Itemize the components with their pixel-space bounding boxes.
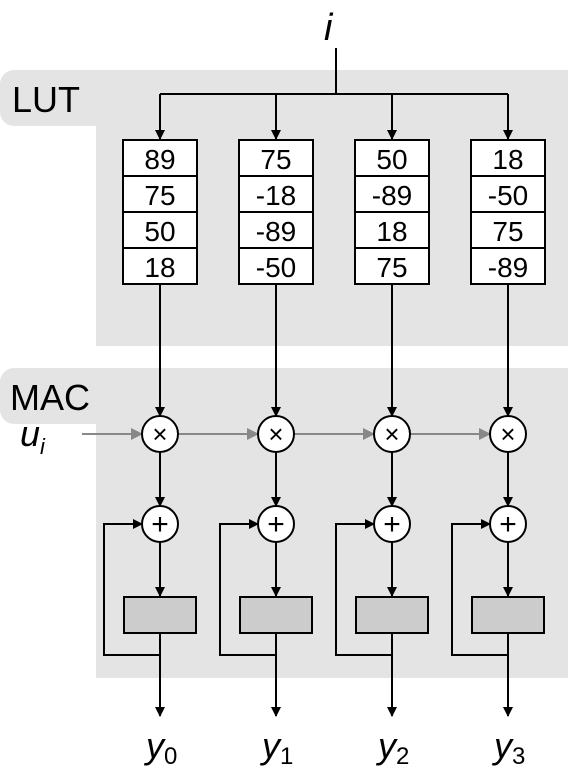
lut-mac-columns: 89 75 50 18 × + y0 75 -18 -89 -50 × + y1 50 -89 18 75 × + y2… — [82, 94, 546, 768]
lut-cell: 89 — [122, 139, 198, 177]
multiplier: × — [373, 415, 411, 453]
output-label: y2 — [375, 725, 409, 768]
lut-table: 50 -89 18 75 — [354, 139, 430, 285]
lut-value: -50 — [256, 252, 296, 283]
lut-value: 18 — [376, 216, 407, 247]
accumulator-register — [471, 596, 545, 634]
lut-cell: -89 — [470, 247, 546, 285]
lut-cell: 18 — [470, 139, 546, 177]
lut-cell-box — [354, 139, 430, 177]
lut-value: 75 — [376, 252, 407, 283]
lut-value: -50 — [488, 180, 528, 211]
lut-cell: 50 — [354, 139, 430, 177]
lut-cell: 75 — [354, 247, 430, 285]
lut-value: 50 — [376, 144, 407, 175]
lut-table: 89 75 50 18 — [122, 139, 198, 285]
lut-cell-box — [470, 211, 546, 249]
lut-value: 50 — [144, 216, 175, 247]
output-subscript: 2 — [396, 743, 409, 768]
lut-cell-box — [122, 139, 198, 177]
adder: + — [141, 505, 179, 543]
output-subscript: 3 — [512, 743, 525, 768]
feedback-loop — [103, 519, 161, 656]
adder: + — [373, 505, 411, 543]
multiply-symbol: × — [500, 419, 515, 449]
lut-cell: 18 — [122, 247, 198, 285]
add-symbol: + — [267, 508, 285, 541]
lut-cell: 75 — [122, 175, 198, 213]
feedback-loop — [219, 519, 277, 656]
lut-cell-box — [354, 247, 430, 285]
lut-value: -18 — [256, 180, 296, 211]
lut-label-tab — [0, 70, 120, 126]
output-label: y1 — [259, 725, 293, 768]
add-symbol: + — [383, 508, 401, 541]
mac-label-tab — [0, 368, 120, 424]
lut-cell-box — [470, 247, 546, 285]
feedback-loop — [451, 519, 509, 656]
lut-label: LUT — [12, 79, 80, 120]
lut-table: 18 -50 75 -89 — [470, 139, 546, 285]
lut-cell: 18 — [354, 211, 430, 249]
lut-value: -89 — [488, 252, 528, 283]
lut-cell-box — [470, 175, 546, 213]
multiplier: × — [489, 415, 527, 453]
output-subscript: 1 — [280, 743, 293, 768]
add-symbol: + — [151, 508, 169, 541]
lut-cell: -18 — [238, 175, 314, 213]
output-label: y0 — [143, 725, 177, 768]
lut-cell: -50 — [238, 247, 314, 285]
lut-cell: 50 — [122, 211, 198, 249]
lut-cell: 75 — [470, 211, 546, 249]
column-3: 18 -50 75 -89 × + y3 — [451, 94, 546, 768]
lut-cell-box — [122, 211, 198, 249]
lut-cell-box — [122, 175, 198, 213]
accumulator-register — [123, 596, 197, 634]
lut-value: 89 — [144, 144, 175, 175]
lut-cell: -89 — [238, 211, 314, 249]
lut-value: 75 — [492, 216, 523, 247]
multiply-symbol: × — [384, 419, 399, 449]
multiplier: × — [141, 415, 179, 453]
feedback-loop — [335, 519, 393, 656]
adder: + — [257, 505, 295, 543]
output-label: y3 — [491, 725, 525, 768]
lut-value: 18 — [144, 252, 175, 283]
lut-value: 75 — [260, 144, 291, 175]
column-1: 75 -18 -89 -50 × + y1 — [219, 94, 314, 768]
lut-value: 75 — [144, 180, 175, 211]
accumulator-register — [239, 596, 313, 634]
accumulator-register — [355, 596, 429, 634]
input-signal-subscript: i — [40, 434, 46, 459]
multiplier: × — [257, 415, 295, 453]
output-subscript: 0 — [164, 743, 177, 768]
index-bus — [160, 48, 508, 95]
lut-table: 75 -18 -89 -50 — [238, 139, 314, 285]
adder: + — [489, 505, 527, 543]
lut-cell-box — [238, 139, 314, 177]
lut-value: 18 — [492, 144, 523, 175]
multiply-symbol: × — [268, 419, 283, 449]
lut-value: -89 — [256, 216, 296, 247]
mac-label: MAC — [10, 377, 90, 418]
lut-value: -89 — [372, 180, 412, 211]
column-2: 50 -89 18 75 × + y2 — [335, 94, 430, 768]
input-signal-label: ui — [20, 413, 46, 459]
input-index-label: i — [324, 7, 334, 49]
column-0: 89 75 50 18 × + y0 — [103, 94, 198, 768]
lut-cell: -50 — [470, 175, 546, 213]
add-symbol: + — [499, 508, 517, 541]
lut-cell: 75 — [238, 139, 314, 177]
lut-cell: -89 — [354, 175, 430, 213]
multiply-symbol: × — [152, 419, 167, 449]
